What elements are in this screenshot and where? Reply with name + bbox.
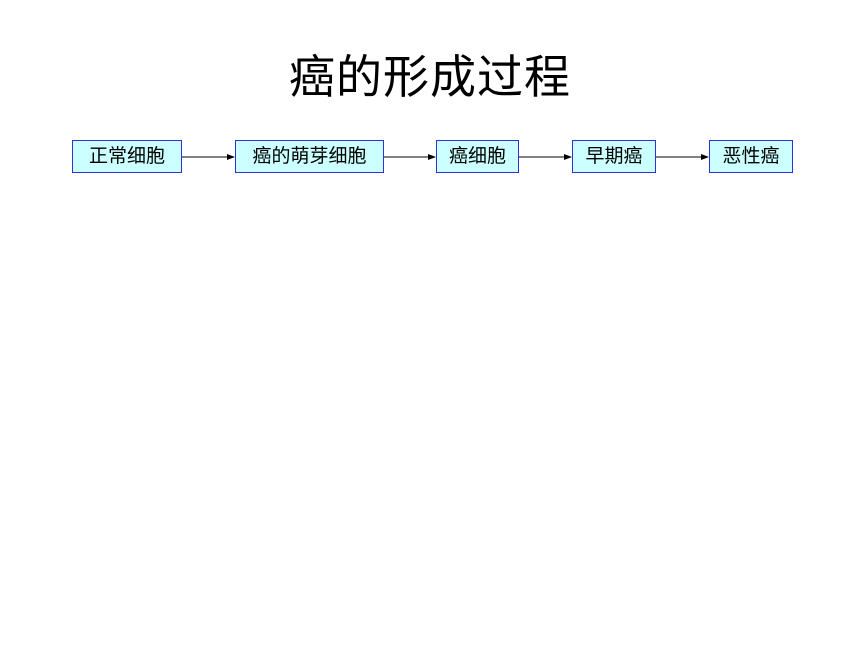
step-sprout-cell: 癌的萌芽细胞	[235, 140, 384, 173]
step-malignant-cancer: 恶性癌	[709, 140, 793, 173]
step-normal-cell: 正常细胞	[72, 140, 182, 173]
step-cancer-cell: 癌细胞	[436, 140, 519, 173]
page-title: 癌的形成过程	[289, 50, 571, 104]
step-early-cancer: 早期癌	[572, 140, 656, 173]
